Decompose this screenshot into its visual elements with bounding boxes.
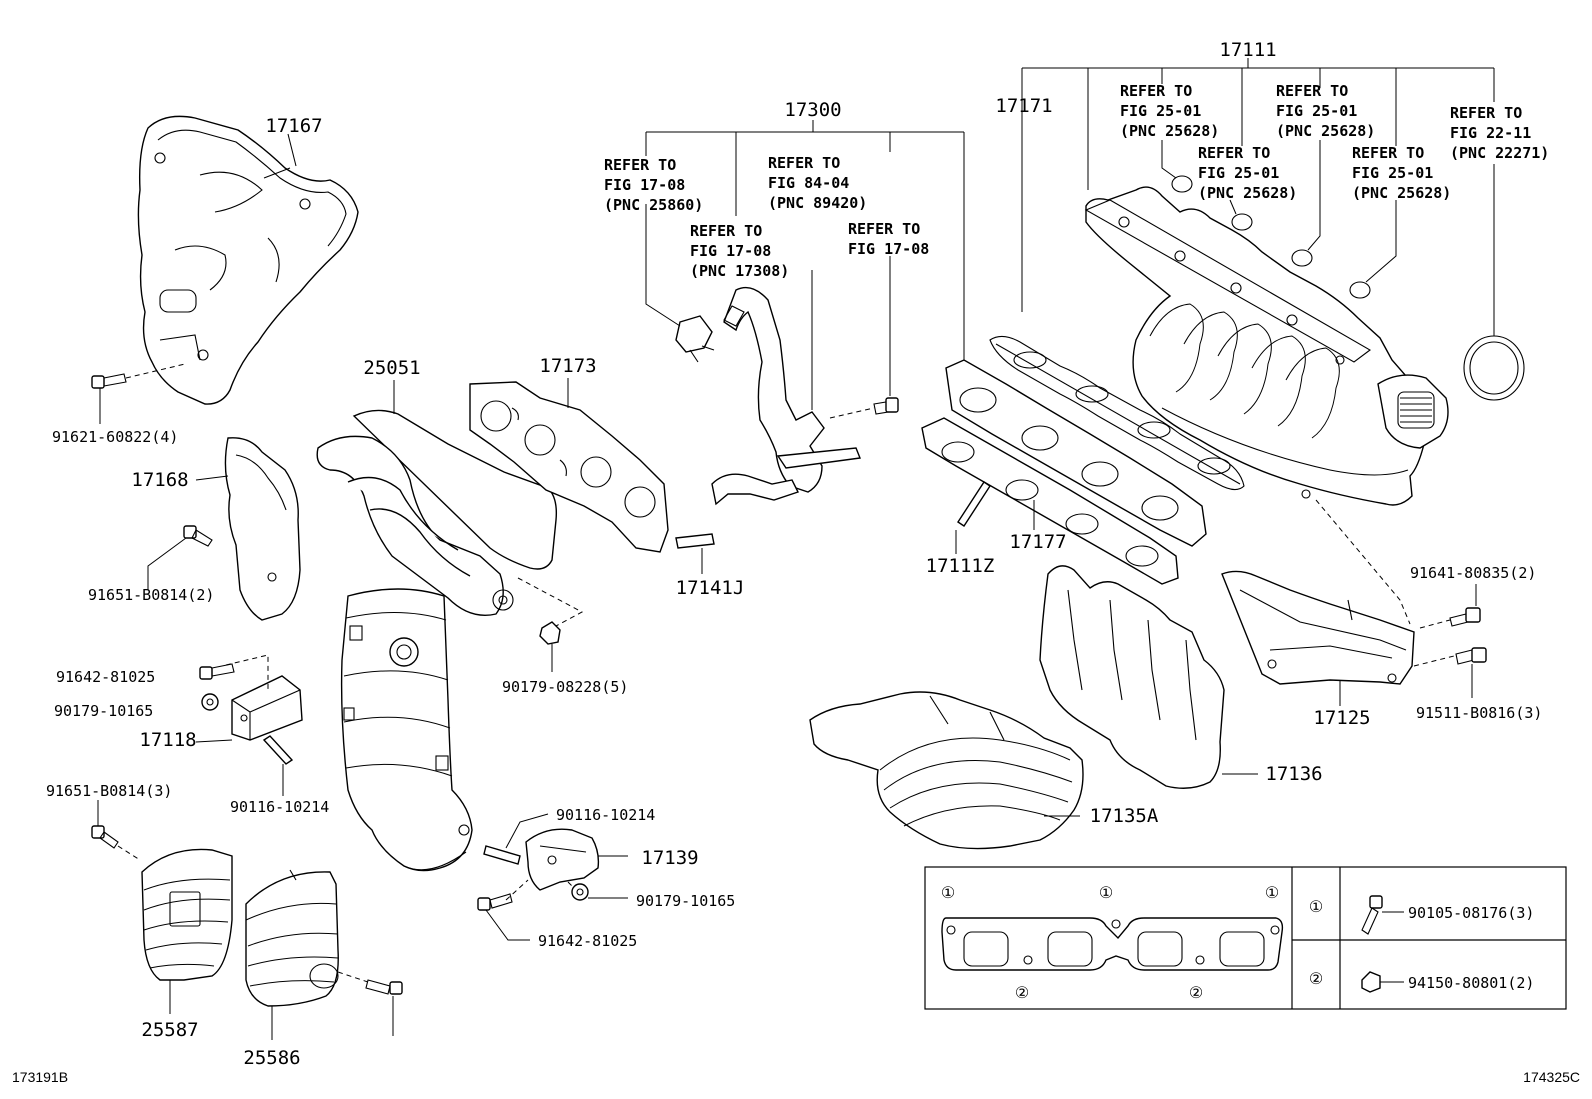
label-25051: 25051 [363, 357, 420, 379]
bolt-91651-b [91, 800, 141, 861]
manifold-spacer-17177 [921, 359, 1207, 585]
ref-fig-22-11-22271: REFER TO FIG 22-11 (PNC 22271) [1450, 104, 1549, 162]
stud-90116-a [262, 735, 294, 796]
gasket-17171 [989, 335, 1245, 491]
label-91651-B0814-3: 91651-B0814(3) [46, 782, 172, 800]
label-17135A: 17135A [1090, 805, 1159, 827]
label-17168: 17168 [131, 469, 188, 491]
stud-17111Z [955, 481, 991, 554]
label-91621-60822: 91621-60822(4) [52, 428, 178, 446]
legend-nut-94150-80801: 94150-80801(2) [1408, 974, 1534, 992]
part-labels: 17111 17171 17300 17167 25051 17173 1716… [131, 39, 1370, 1069]
bolt-91641 [1419, 584, 1481, 629]
label-17177: 17177 [1009, 531, 1066, 553]
bolt-25586 [337, 971, 403, 1036]
label-17300: 17300 [784, 99, 841, 121]
intake-manifold-17111 [1021, 58, 1495, 506]
legend-gasket-mark-2-right: ② [1189, 983, 1203, 1002]
heat-insulator-17167 [137, 115, 359, 405]
label-17141J: 17141J [676, 577, 745, 599]
legend-key-mark-1: ① [1309, 897, 1323, 916]
bolt-91642-a [199, 663, 235, 680]
label-17136: 17136 [1265, 763, 1322, 785]
bracket-17125 [1221, 499, 1415, 706]
legend-bolt-90105-08176: 90105-08176(3) [1408, 904, 1534, 922]
label-17139: 17139 [641, 847, 698, 869]
label-91511-B0816: 91511-B0816(3) [1416, 704, 1542, 722]
label-17111Z: 17111Z [926, 555, 995, 577]
nut-90179-a [201, 693, 219, 711]
label-17111: 17111 [1219, 39, 1276, 61]
bolt-91511 [1413, 647, 1487, 698]
nut-90179-08228 [517, 577, 584, 672]
ref-fig-25-01-c: REFER TO FIG 25-01 (PNC 25628) [1276, 82, 1375, 140]
label-17173: 17173 [539, 355, 596, 377]
label-90179-08228: 90179-08228(5) [502, 678, 628, 696]
legend-gasket-mark-1-center: ① [1099, 883, 1113, 902]
heat-insulator-25587 [141, 848, 233, 1014]
heat-insulator-17168 [224, 437, 301, 621]
illustration-code-left: 173191B [12, 1069, 68, 1085]
bracket-17118 [225, 654, 303, 741]
ref-fig-84-04-89420: REFER TO FIG 84-04 (PNC 89420) [768, 154, 867, 212]
label-25587: 25587 [141, 1019, 198, 1041]
legend-gasket-mark-1-right: ① [1265, 883, 1279, 902]
fastener-labels: 91621-60822(4) 91651-B0814(2) 91642-8102… [46, 428, 1542, 950]
legend-gasket-mark-2-left: ② [1015, 983, 1029, 1002]
label-90179-10165-a: 90179-10165 [54, 702, 153, 720]
illustration-code-right: 174325C [1523, 1069, 1580, 1085]
bolt-91621 [91, 363, 186, 424]
label-91642-81025-b: 91642-81025 [538, 932, 637, 950]
insulator-17136 [1039, 565, 1258, 789]
heat-insulator-25586 [245, 869, 339, 1040]
label-91651-B0814-2: 91651-B0814(2) [88, 586, 214, 604]
label-25586: 25586 [243, 1047, 300, 1069]
label-91641-80835: 91641-80835(2) [1410, 564, 1536, 582]
label-90179-10165-b: 90179-10165 [636, 892, 735, 910]
ref-fig-25-01-d: REFER TO FIG 25-01 (PNC 25628) [1352, 144, 1451, 202]
label-90116-10214-a: 90116-10214 [230, 798, 329, 816]
o-rings-25628 [1161, 140, 1397, 299]
label-17118: 17118 [139, 729, 196, 751]
ref-fig-25-01-a: REFER TO FIG 25-01 (PNC 25628) [1120, 82, 1219, 140]
bolt-17300 [829, 256, 899, 419]
label-17171: 17171 [995, 95, 1052, 117]
bolt-91651-a [147, 525, 213, 590]
manifold-gasket-17173 [469, 378, 669, 553]
fastener-legend-table [924, 866, 1567, 1010]
ref-fig-17-08-17308: REFER TO FIG 17-08 (PNC 17308) [690, 222, 789, 280]
ref-fig-17-08: REFER TO FIG 17-08 [848, 220, 929, 258]
legend-gasket-mark-1-left: ① [941, 883, 955, 902]
gasket-22271 [1463, 164, 1525, 401]
reference-notes: REFER TO FIG 17-08 (PNC 25860) REFER TO … [604, 82, 1549, 280]
exhaust-manifold-25051 [316, 380, 558, 872]
legend-key-mark-2: ② [1309, 969, 1323, 988]
label-91642-81025-a: 91642-81025 [56, 668, 155, 686]
stud-90116-b [483, 813, 549, 865]
ref-fig-25-01-b: REFER TO FIG 25-01 (PNC 25628) [1198, 144, 1297, 202]
stud-17141J [675, 533, 715, 574]
nut-90179-b [567, 881, 628, 901]
ref-fig-17-08-25860: REFER TO FIG 17-08 (PNC 25860) [604, 156, 703, 214]
insulator-17135A [809, 691, 1084, 850]
hose-assembly-17300 [645, 120, 965, 506]
label-17125: 17125 [1313, 707, 1370, 729]
bracket-17139 [525, 828, 628, 891]
label-90116-10214-b: 90116-10214 [556, 806, 655, 824]
bolt-91642-b [477, 879, 530, 941]
legend-labels: ① ① ① ② ② ① ② 90105-08176(3) 94150-80801… [941, 883, 1535, 1002]
label-17167: 17167 [265, 115, 322, 137]
